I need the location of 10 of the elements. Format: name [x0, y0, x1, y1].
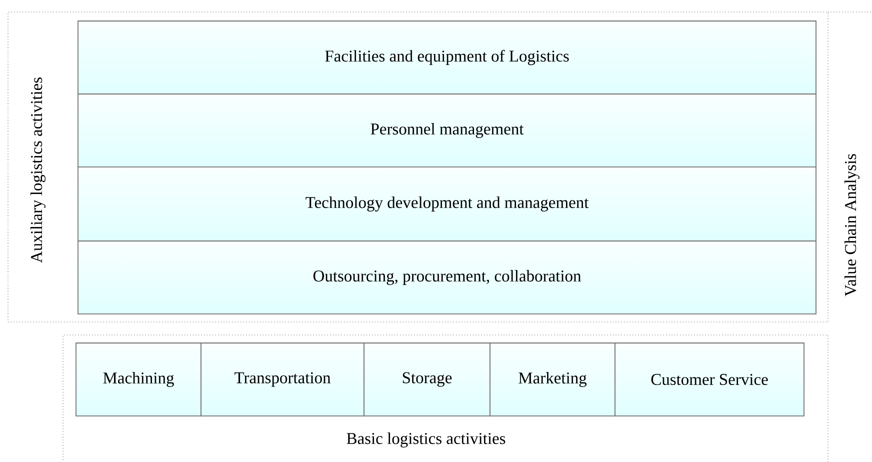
layer-band: Facilities and equipment of Logistics: [78, 20, 816, 94]
layer-band: Technology development and management: [78, 166, 816, 242]
activity-cell: Marketing: [490, 342, 616, 416]
layer-band: Outsourcing, procurement, collaboration: [78, 240, 816, 314]
activity-cell: Storage: [364, 342, 490, 416]
activity-cell: Machining: [76, 342, 202, 416]
activity-cell: Transportation: [200, 342, 364, 416]
side-label: Value Chain Analysis: [844, 154, 860, 296]
layer-band: Personnel management: [78, 94, 816, 168]
activity-cell: Customer Service: [614, 342, 804, 416]
